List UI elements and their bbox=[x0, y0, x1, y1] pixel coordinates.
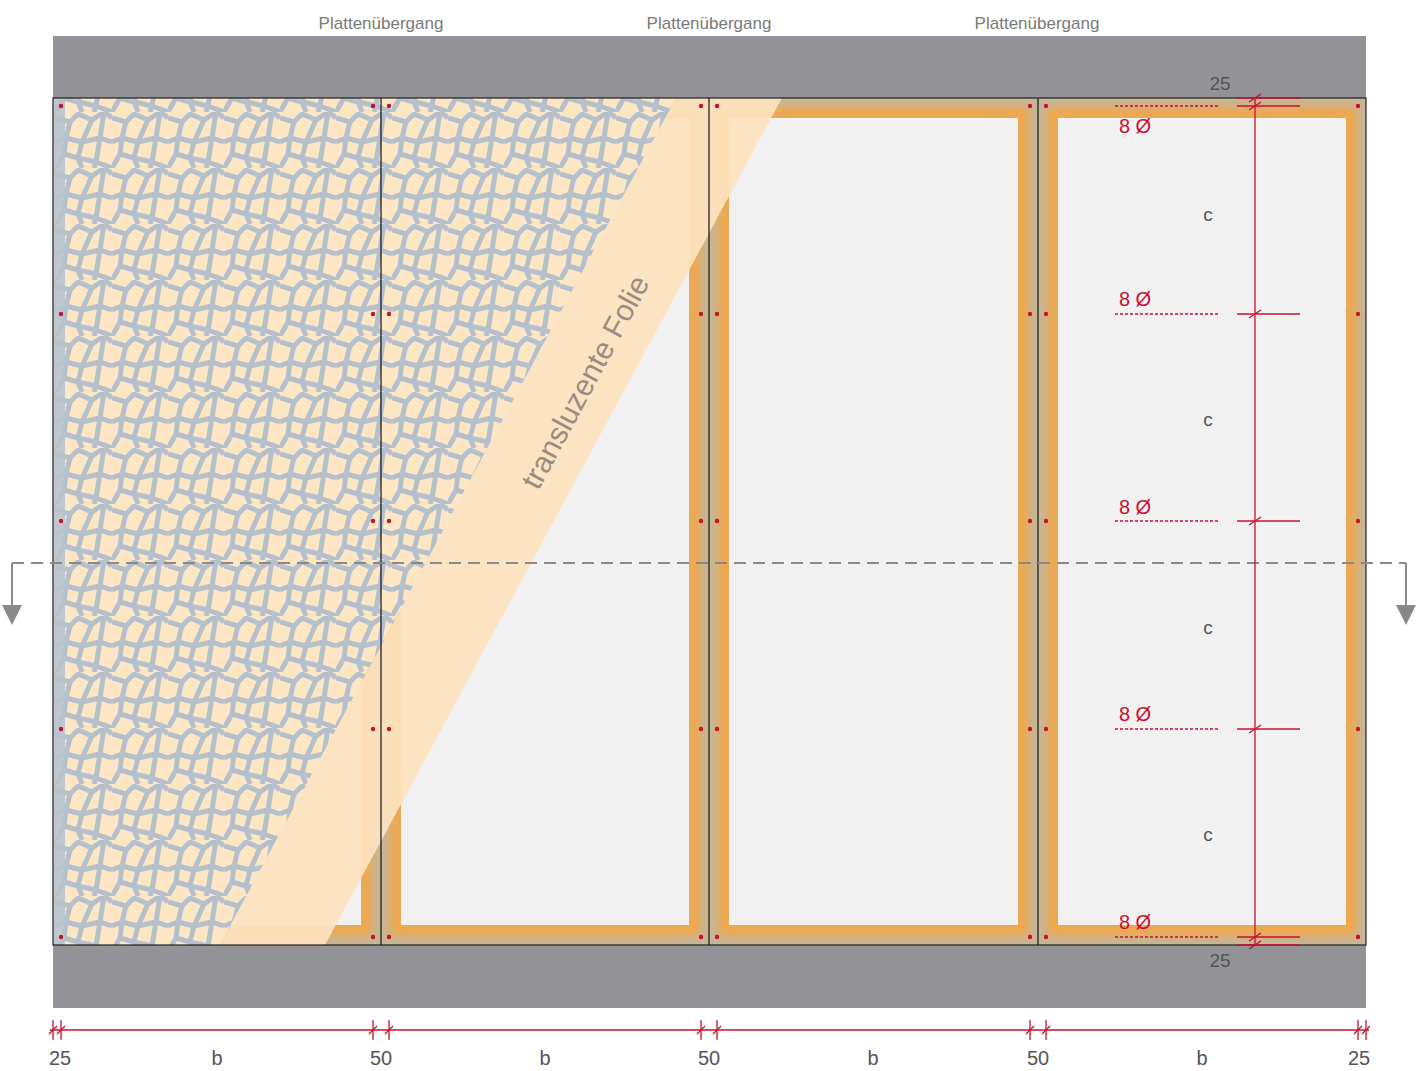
foil-label: transluzente Folie bbox=[515, 270, 656, 494]
fixing-diameter: 8 Ø bbox=[1119, 911, 1151, 933]
dimension-tick bbox=[1249, 725, 1261, 733]
fixing-point bbox=[59, 727, 63, 731]
panel-field bbox=[1058, 118, 1346, 925]
dimension-text: 25 bbox=[1348, 1047, 1370, 1069]
dimension-tick bbox=[1026, 1026, 1034, 1034]
fixing-point bbox=[59, 312, 63, 316]
fixing-point bbox=[371, 104, 375, 108]
dimension-line bbox=[50, 1029, 1369, 1030]
fixing-point bbox=[715, 935, 719, 939]
dimension-text: c bbox=[1203, 825, 1213, 846]
dimension-tick bbox=[57, 1026, 65, 1034]
fixing-point bbox=[1356, 935, 1360, 939]
dimension-tick bbox=[1042, 1026, 1050, 1034]
dimension-text: 25 bbox=[49, 1047, 71, 1069]
leader-line bbox=[1115, 105, 1220, 106]
fixing-point bbox=[387, 727, 391, 731]
fixing-point bbox=[1044, 104, 1048, 108]
fixing-point bbox=[715, 104, 719, 108]
fixing-point bbox=[699, 312, 703, 316]
fixing-point bbox=[1044, 312, 1048, 316]
fixing-point bbox=[387, 519, 391, 523]
fixing-point bbox=[371, 519, 375, 523]
joint-label: Plattenübergang bbox=[647, 15, 772, 34]
dimension-tick bbox=[1249, 102, 1261, 110]
fixing-point bbox=[1044, 519, 1048, 523]
fixing-point bbox=[387, 312, 391, 316]
dimension-line bbox=[1237, 728, 1300, 729]
fixing-point bbox=[1044, 727, 1048, 731]
fixing-point bbox=[715, 312, 719, 316]
dimension-line bbox=[1237, 313, 1300, 314]
dimension-text: 50 bbox=[698, 1047, 720, 1069]
dimension-tick bbox=[1354, 1026, 1362, 1034]
dimension-tick bbox=[1249, 94, 1261, 102]
panel-glow bbox=[1054, 114, 1350, 929]
panel-glow bbox=[725, 114, 1022, 929]
leader-line bbox=[1115, 313, 1220, 314]
fixing-point bbox=[1028, 519, 1032, 523]
fixing-point bbox=[715, 519, 719, 523]
leader-line bbox=[1115, 520, 1220, 521]
fixing-point bbox=[371, 727, 375, 731]
joint-label: Plattenübergang bbox=[319, 15, 444, 34]
dimension-text: b bbox=[1196, 1047, 1207, 1069]
fixing-point bbox=[1356, 312, 1360, 316]
fixing-diameter: 8 Ø bbox=[1119, 115, 1151, 137]
dimension-text: 25 bbox=[1209, 951, 1230, 972]
dimension-tick bbox=[385, 1026, 393, 1034]
fixing-point bbox=[699, 727, 703, 731]
dimension-line bbox=[1237, 97, 1300, 98]
fixing-point bbox=[387, 104, 391, 108]
fixing-point bbox=[699, 104, 703, 108]
dimension-text: b bbox=[539, 1047, 550, 1069]
dimension-text: c bbox=[1203, 205, 1213, 226]
leader-line bbox=[1115, 936, 1220, 937]
fixing-point bbox=[1028, 727, 1032, 731]
dimension-text: 25 bbox=[1209, 74, 1230, 95]
fixing-point bbox=[1044, 935, 1048, 939]
fixing-point bbox=[1028, 935, 1032, 939]
panel-field bbox=[729, 118, 1018, 925]
dimension-line bbox=[1237, 944, 1300, 945]
fixing-point bbox=[59, 104, 63, 108]
dimension-text: 50 bbox=[1027, 1047, 1049, 1069]
dimension-tick bbox=[1249, 933, 1261, 941]
fixing-diameter: 8 Ø bbox=[1119, 288, 1151, 310]
dimension-text: b bbox=[211, 1047, 222, 1069]
fixing-point bbox=[59, 519, 63, 523]
dimension-tick bbox=[1249, 941, 1261, 949]
fixing-point bbox=[371, 935, 375, 939]
dimension-tick bbox=[1362, 1026, 1370, 1034]
dimension-text: c bbox=[1203, 410, 1213, 431]
fixing-point bbox=[387, 935, 391, 939]
dimension-text: 50 bbox=[370, 1047, 392, 1069]
dimension-tick bbox=[1249, 517, 1261, 525]
fixing-point bbox=[59, 935, 63, 939]
dimension-line bbox=[1237, 936, 1300, 937]
fixing-point bbox=[1028, 312, 1032, 316]
joint-label: Plattenübergang bbox=[975, 15, 1100, 34]
fixing-point bbox=[1356, 727, 1360, 731]
fixing-point bbox=[699, 935, 703, 939]
fixing-point bbox=[371, 312, 375, 316]
leader-line bbox=[1115, 728, 1220, 729]
dimension-tick bbox=[49, 1026, 57, 1034]
dimension-text: c bbox=[1203, 618, 1213, 639]
fixing-diameter: 8 Ø bbox=[1119, 496, 1151, 518]
dimension-tick bbox=[1249, 310, 1261, 318]
dimension-tick bbox=[697, 1026, 705, 1034]
fixing-point bbox=[715, 727, 719, 731]
fixing-point bbox=[1356, 104, 1360, 108]
fixing-point bbox=[1356, 519, 1360, 523]
dimension-line bbox=[1237, 105, 1300, 106]
fixing-point bbox=[1028, 104, 1032, 108]
dimension-tick bbox=[713, 1026, 721, 1034]
dimension-text: b bbox=[867, 1047, 878, 1069]
dimension-line bbox=[1237, 520, 1300, 521]
dimension-tick bbox=[369, 1026, 377, 1034]
fixing-diameter: 8 Ø bbox=[1119, 703, 1151, 725]
fixing-point bbox=[699, 519, 703, 523]
